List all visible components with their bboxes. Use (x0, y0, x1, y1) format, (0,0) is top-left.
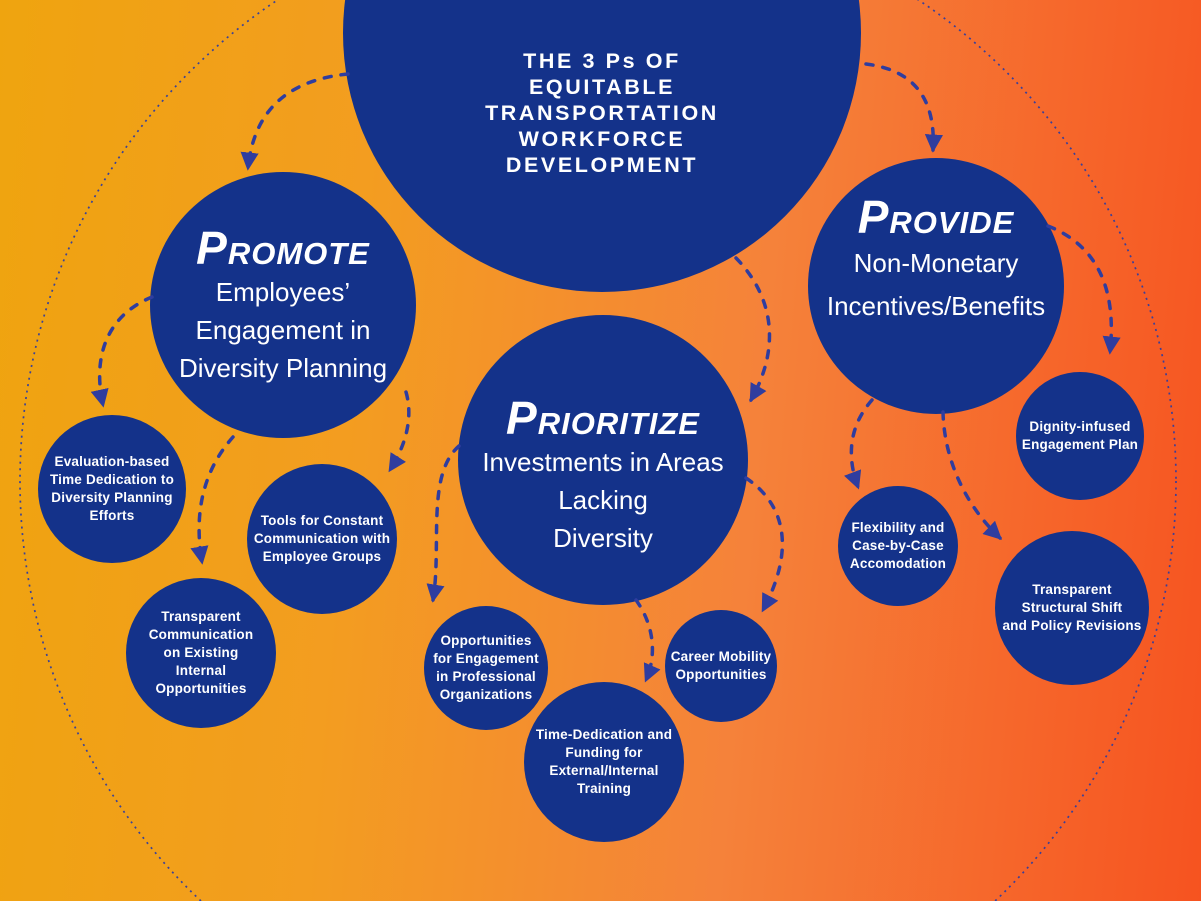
arrow-main-to-promote (240, 72, 350, 171)
bubble-prioritize: PRIORITIZE Investments in Areas Lacking … (458, 315, 748, 605)
bubble-professional-organizations: Opportunities for Engagement in Professi… (424, 606, 548, 730)
provide-initial: P (857, 190, 890, 243)
bubble-flexibility-accommodation: Flexibility and Case-by-Case Accomodatio… (838, 486, 958, 606)
arrow-promote-to-transparent-communication (190, 435, 235, 565)
arrow-prioritize-to-career-mobility (744, 476, 785, 613)
bubble-career-mobility: Career Mobility Opportunities (665, 610, 777, 722)
prioritize-word: PRIORITIZE (506, 391, 700, 444)
tools-label: Tools for Constant Communication with Em… (253, 513, 391, 564)
arrow-provide-to-flexibility (844, 398, 874, 490)
bubble-structural-policy: Transparent Structural Shift and Policy … (995, 531, 1149, 685)
arrow-promote-to-evaluation (90, 295, 154, 408)
promote-rest: ROMOTE (227, 235, 370, 271)
transparent-communication-label: Transparent Communication on Existing In… (148, 609, 254, 696)
professional-organizations-label: Opportunities for Engagement in Professi… (433, 633, 539, 702)
structural-policy-label: Transparent Structural Shift and Policy … (1002, 582, 1142, 633)
arrow-promote-to-tools (388, 390, 411, 473)
prioritize-initial: P (506, 391, 538, 444)
bubble-evaluation-time-dedication: Evaluation-based Time Dedication to Dive… (38, 415, 186, 563)
evaluation-label: Evaluation-based Time Dedication to Dive… (49, 454, 175, 523)
bubble-main-title: THE 3 Ps OF EQUITABLE TRANSPORTATION WOR… (343, 0, 861, 292)
bubble-training-funding: Time-Dedication and Funding for External… (524, 682, 684, 842)
arrow-prioritize-to-professional-organizations (426, 444, 461, 603)
promote-subtitle: Employees’ Engagement in Diversity Plann… (178, 277, 388, 384)
flexibility-label: Flexibility and Case-by-Case Accomodatio… (849, 520, 947, 571)
training-funding-label: Time-Dedication and Funding for External… (535, 727, 673, 796)
bubble-transparent-communication: Transparent Communication on Existing In… (126, 578, 276, 728)
prioritize-rest: RIORITIZE (537, 405, 700, 441)
bubble-provide: PROVIDE Non-Monetary Incentives/Benefits (808, 158, 1064, 414)
career-mobility-label: Career Mobility Opportunities (670, 649, 772, 682)
provide-word: PROVIDE (857, 190, 1015, 243)
provide-rest: ROVIDE (889, 204, 1015, 240)
bubble-dignity-engagement: Dignity-infused Engagement Plan (1016, 372, 1144, 500)
promote-word: PROMOTE (196, 221, 370, 274)
bubble-tools-communication: Tools for Constant Communication with Em… (247, 464, 397, 614)
arrow-prioritize-to-training-funding (634, 598, 661, 683)
promote-initial: P (196, 221, 228, 274)
bubble-promote: PROMOTE Employees’ Engagement in Diversi… (150, 172, 416, 438)
prioritize-subtitle: Investments in Areas Lacking Diversity (482, 447, 724, 554)
dignity-label: Dignity-infused Engagement Plan (1021, 419, 1139, 452)
arrow-main-to-provide (864, 62, 944, 153)
provide-subtitle: Non-Monetary Incentives/Benefits (826, 248, 1046, 322)
arrow-main-to-prioritize (734, 256, 772, 403)
main-title: THE 3 Ps OF EQUITABLE TRANSPORTATION WOR… (485, 49, 719, 177)
